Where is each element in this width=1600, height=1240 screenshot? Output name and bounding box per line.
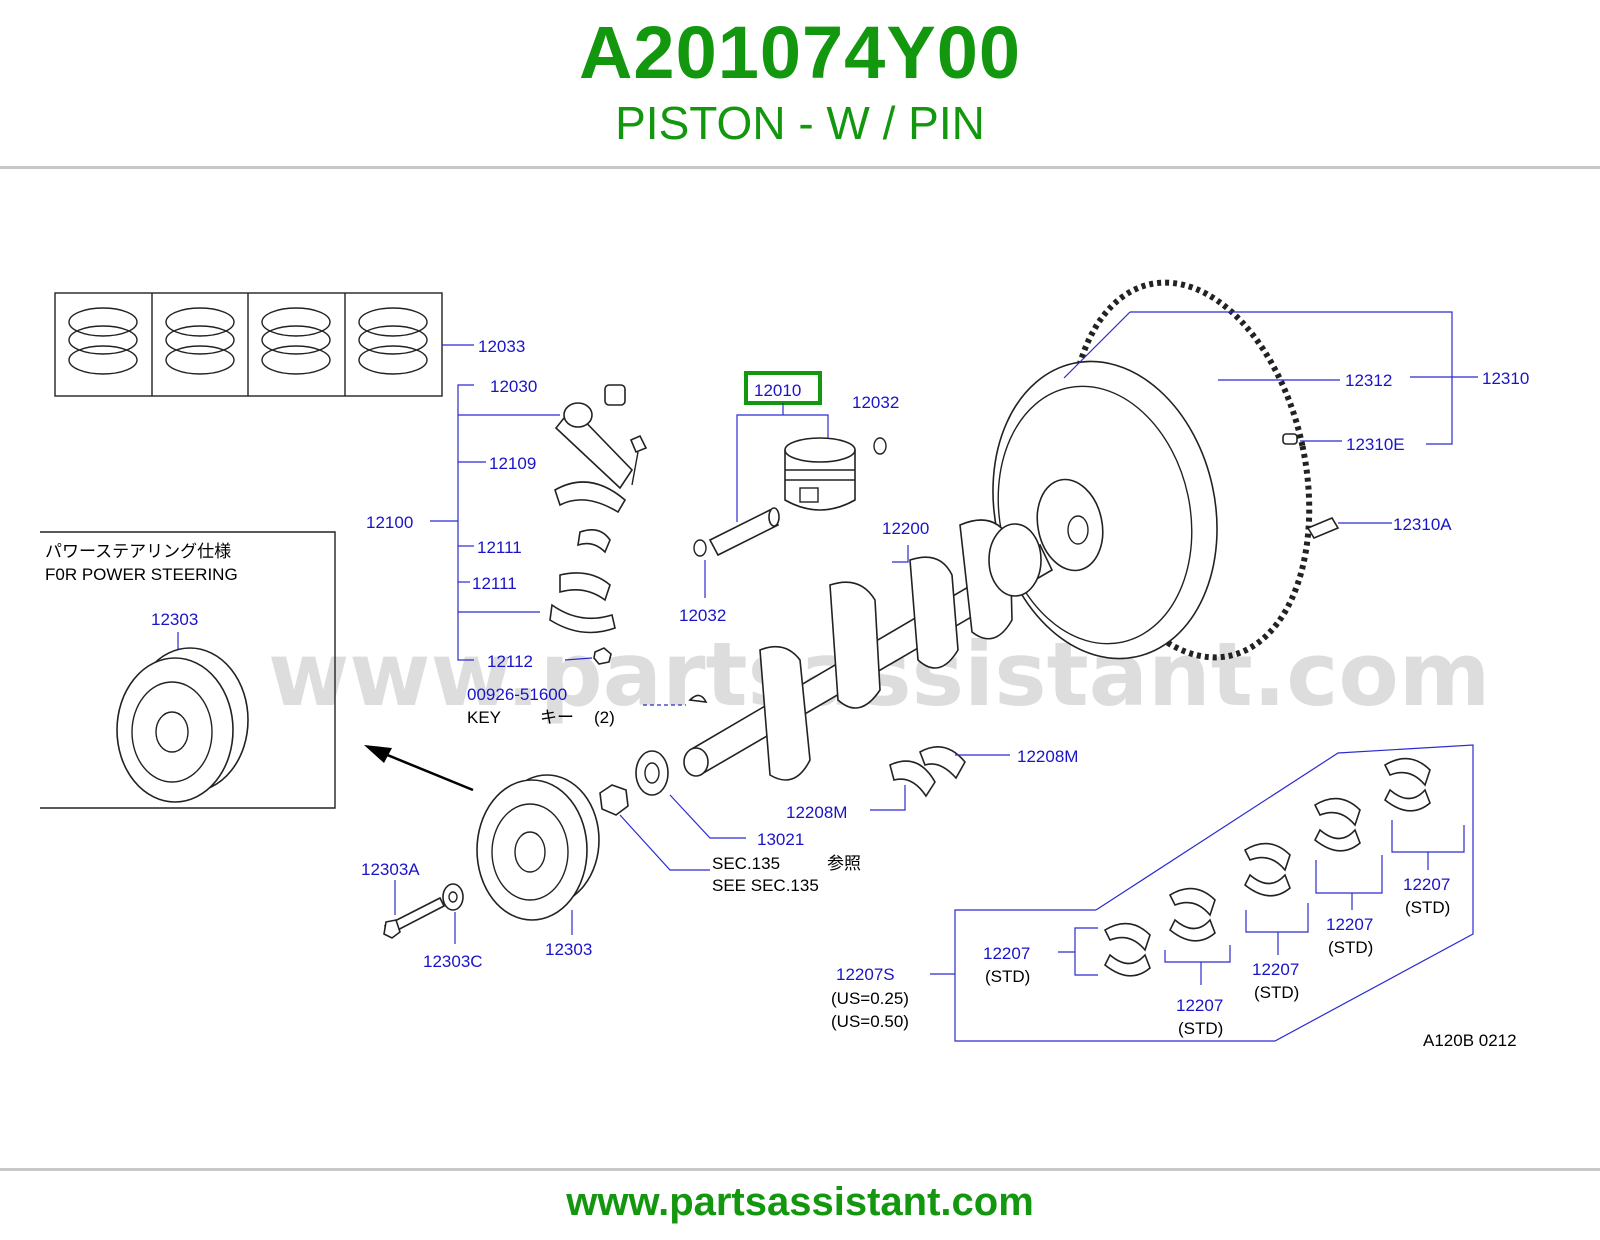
callout-12109[interactable]: 12109 (489, 454, 536, 473)
callout-12312[interactable]: 12312 (1345, 371, 1392, 390)
see-sec135-label: SEE SEC.135 (712, 876, 819, 895)
callout-12010[interactable]: 12010 (754, 381, 801, 400)
flywheel-illustration (992, 279, 1313, 661)
part-name-subtitle: PISTON - W / PIN (615, 97, 985, 149)
callout-12033[interactable]: 12033 (478, 337, 525, 356)
callout-13021[interactable]: 13021 (757, 830, 804, 849)
piston-pin-illustration (708, 507, 780, 557)
pulley-bolt-12303A (383, 896, 446, 939)
callout-12208M-upper[interactable]: 12208M (1017, 747, 1078, 766)
callout-12303[interactable]: 12303 (545, 940, 592, 959)
power-steering-pulley-illustration (116, 647, 249, 803)
callout-00926-51600[interactable]: 00926-51600 (467, 685, 567, 704)
us025-label: (US=0.25) (831, 989, 909, 1008)
callout-12032-upper[interactable]: 12032 (852, 393, 899, 412)
thrust-washer-lower (889, 760, 936, 798)
callout-12112[interactable]: 12112 (487, 652, 533, 671)
callout-12207-c[interactable]: 12207 (1252, 960, 1299, 979)
callout-12207S[interactable]: 12207S (836, 965, 895, 984)
callout-12207-e[interactable]: 12207 (1403, 875, 1450, 894)
callout-12310[interactable]: 12310 (1482, 369, 1529, 388)
crank-pulley-illustration (476, 774, 600, 921)
main-bearing-shells-illustration (1103, 757, 1431, 977)
callout-12310A[interactable]: 12310A (1393, 515, 1452, 534)
power-steering-label-jp: パワーステアリング仕様 (45, 542, 231, 562)
std-label-b: (STD) (1178, 1019, 1223, 1038)
header-divider (0, 166, 1600, 169)
callout-12200[interactable]: 12200 (882, 519, 929, 538)
callout-12310E[interactable]: 12310E (1346, 435, 1405, 454)
std-label-c: (STD) (1254, 983, 1299, 1002)
connecting-rod-illustration (549, 384, 648, 665)
footer-url[interactable]: www.partsassistant.com (566, 1180, 1034, 1224)
piston-illustration (784, 437, 856, 511)
std-label-a: (STD) (985, 967, 1030, 986)
key-quantity: (2) (594, 708, 615, 727)
callout-12207-a[interactable]: 12207 (983, 944, 1030, 963)
footer-divider (0, 1168, 1600, 1171)
callout-12303A[interactable]: 12303A (361, 860, 420, 879)
page-header: A201074Y00 PISTON - W / PIN (0, 0, 1600, 168)
callout-12303-inset[interactable]: 12303 (151, 610, 198, 629)
diagram-code: A120B 0212 (1423, 1031, 1517, 1050)
woodruff-key (688, 694, 708, 703)
sec135-label-jp: 参照 (827, 854, 861, 874)
sec135-label: SEC.135 (712, 854, 780, 873)
callout-12207-b[interactable]: 12207 (1176, 996, 1223, 1015)
power-steering-label: F0R POWER STEERING (45, 565, 238, 584)
callout-12030[interactable]: 12030 (490, 377, 537, 396)
key-label-jp: キー (540, 708, 574, 728)
std-label-d: (STD) (1328, 938, 1373, 957)
us050-label: (US=0.50) (831, 1012, 909, 1031)
callout-12207-d[interactable]: 12207 (1326, 915, 1373, 934)
snap-ring-upper (873, 437, 887, 455)
snap-ring-lower (693, 539, 707, 557)
callout-12111-upper[interactable]: 12111 (477, 538, 522, 557)
dowel-pin-12310E (1282, 433, 1298, 445)
piston-ring-set-illustration (54, 292, 443, 397)
callout-12303C[interactable]: 12303C (423, 952, 483, 971)
crank-sprocket-illustration (599, 750, 669, 816)
thrust-washer-upper (919, 746, 966, 780)
part-number-title: A201074Y00 (578, 11, 1022, 94)
direction-arrow (379, 750, 474, 792)
std-label-e: (STD) (1405, 898, 1450, 917)
callout-12100[interactable]: 12100 (366, 513, 413, 532)
callout-12032-lower[interactable]: 12032 (679, 606, 726, 625)
callout-12208M-lower[interactable]: 12208M (786, 803, 847, 822)
crankshaft-illustration (683, 519, 1054, 781)
washer-12303C (442, 883, 464, 911)
arrow-head (364, 745, 392, 763)
flywheel-bolt-12310A (1306, 516, 1340, 540)
callout-12111-lower[interactable]: 12111 (472, 574, 517, 593)
key-label: KEY (467, 708, 501, 727)
